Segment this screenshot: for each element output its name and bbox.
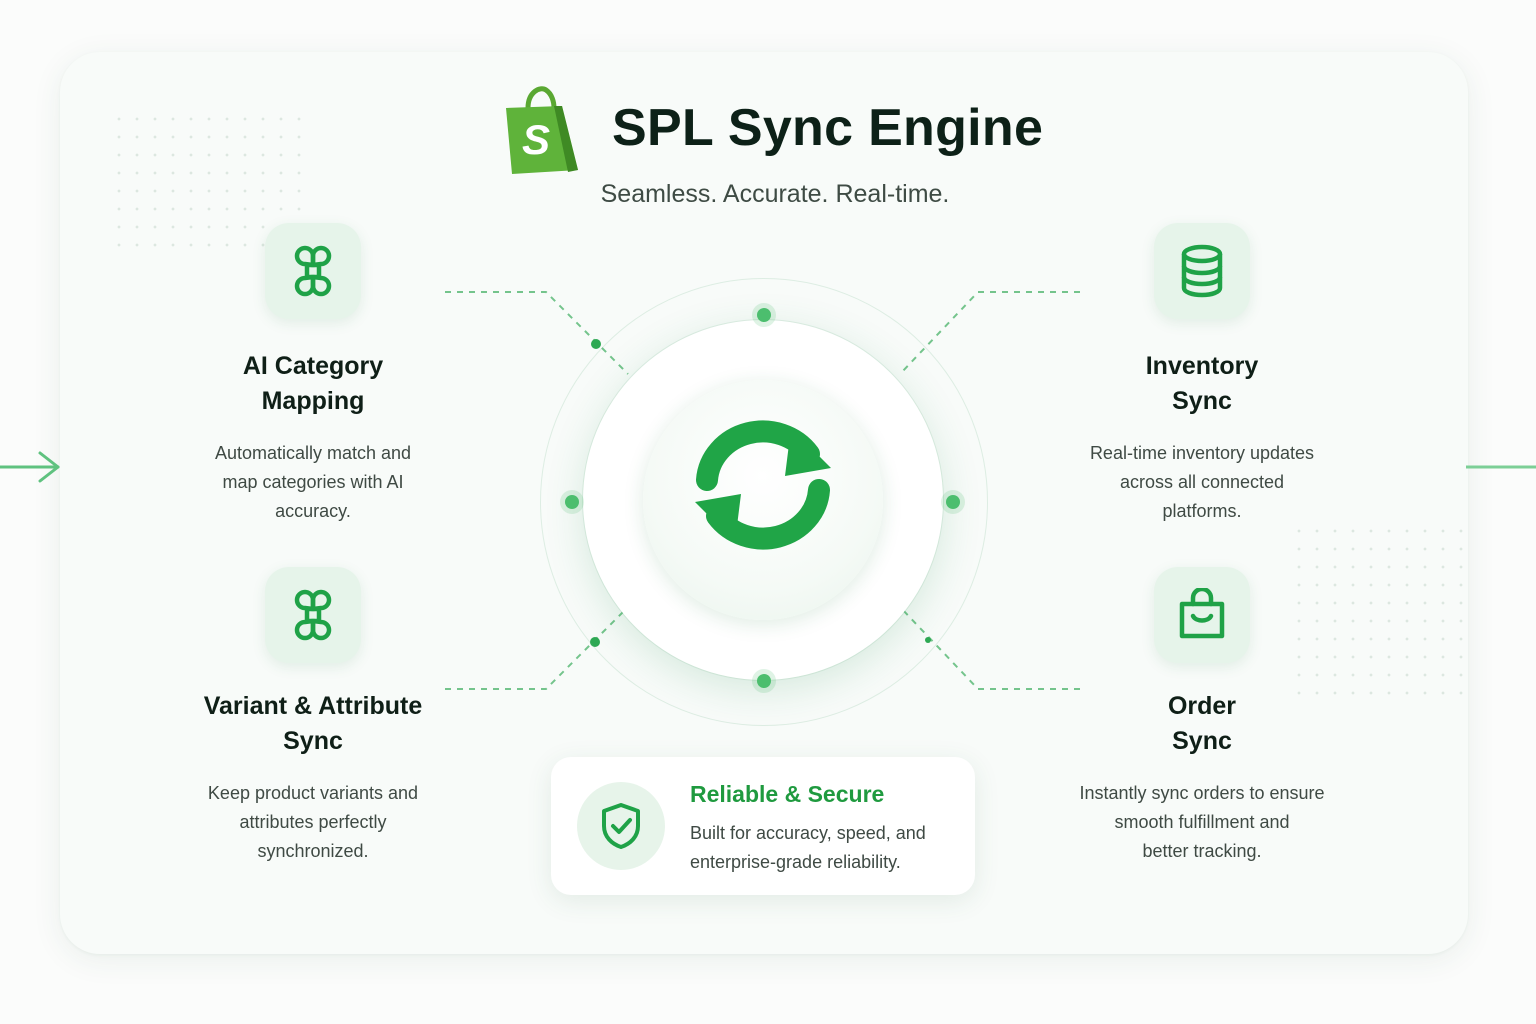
shopping-bag-icon <box>1179 588 1225 639</box>
feature-description: Instantly sync orders to ensure smooth f… <box>1079 783 1325 861</box>
feature-icon-box <box>1154 567 1250 663</box>
logo-letter: S <box>522 116 550 163</box>
secure-title: Reliable & Secure <box>690 781 885 807</box>
feature-title: AI Category Mapping <box>242 352 384 415</box>
feature-icon-box <box>1154 223 1250 319</box>
reliable-secure-card: Reliable & Secure Built for accuracy, sp… <box>551 757 975 895</box>
arrow-right-icon <box>0 451 60 483</box>
secure-description: Built for accuracy, speed, and enterpris… <box>690 823 926 872</box>
feature-title: Variant & Attribute Sync <box>203 692 423 755</box>
hub-node <box>565 495 579 509</box>
sync-arrows-icon <box>695 420 831 550</box>
feature-icon-box <box>265 567 361 663</box>
hub-node <box>757 674 771 688</box>
connector-line-right <box>1466 465 1536 469</box>
page-subtitle: Seamless. Accurate. Real-time. <box>600 180 950 208</box>
feature-title: Inventory Sync <box>1145 352 1259 415</box>
feature-description: Real-time inventory updates across all c… <box>1089 443 1315 521</box>
feature-title: Order Sync <box>1167 692 1237 755</box>
feature-inventory-sync: Inventory Sync Real-time inventory updat… <box>1052 223 1352 526</box>
shopify-bag-icon: S <box>506 86 578 174</box>
feature-ai-category-mapping: AI Category Mapping Automatically match … <box>163 223 463 526</box>
flower-knot-icon <box>294 589 332 641</box>
shield-check-icon <box>602 803 640 849</box>
feature-icon-box <box>265 223 361 319</box>
feature-description: Automatically match and map categories w… <box>214 443 412 521</box>
hub-node <box>757 308 771 322</box>
feature-order-sync: Order Sync Instantly sync orders to ensu… <box>1052 567 1352 866</box>
shield-badge <box>577 782 665 870</box>
hub-node <box>946 495 960 509</box>
feature-description: Keep product variants and attributes per… <box>207 783 419 861</box>
hub-outer-ring <box>540 278 988 726</box>
hub-core <box>643 380 883 620</box>
flower-knot-icon <box>294 245 332 297</box>
feature-variant-attribute-sync: Variant & Attribute Sync Keep product va… <box>163 567 463 866</box>
page-title: SPL Sync Engine <box>612 99 1044 157</box>
database-icon <box>1181 244 1223 298</box>
